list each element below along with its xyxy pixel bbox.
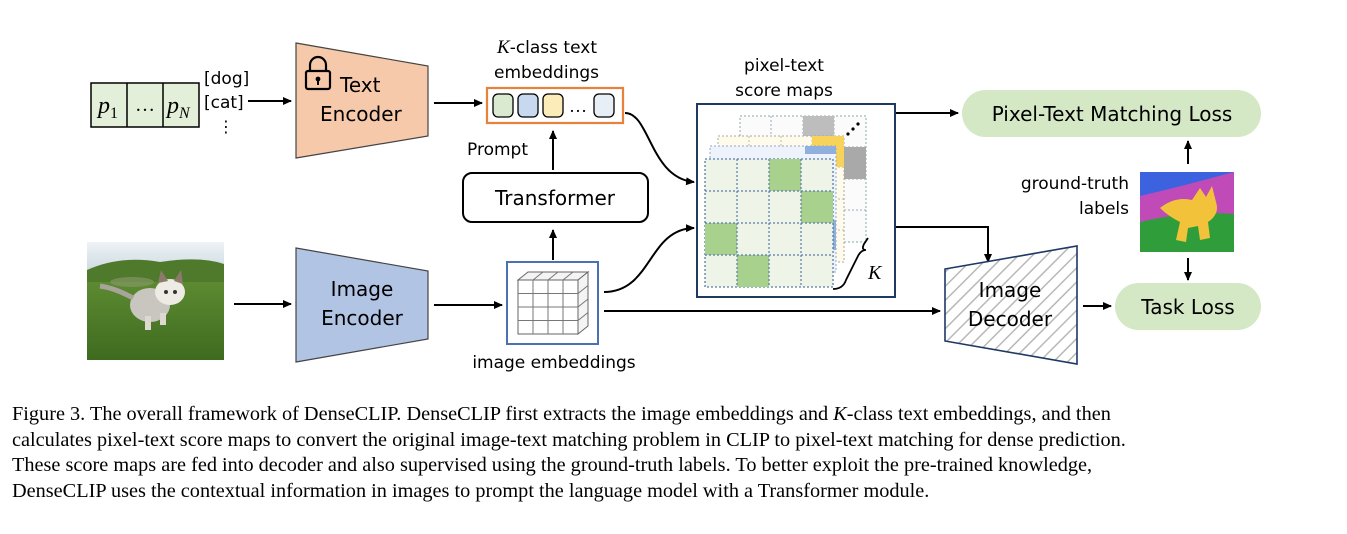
prompt-token-sequence: p1 … pN xyxy=(90,82,200,128)
image-encoder: Image Encoder xyxy=(295,247,429,363)
figure-caption: Figure 3. The overall framework of Dense… xyxy=(12,402,1336,504)
lock-icon xyxy=(304,55,332,91)
transformer-label: Transformer xyxy=(494,186,616,210)
class-name-dog: [dog] xyxy=(204,69,249,89)
image-decoder-label-line1: Image xyxy=(979,278,1042,302)
prompt-label: Prompt xyxy=(467,140,528,160)
arrow-text-embeddings-to-score-maps xyxy=(624,112,695,186)
caption-line-2: calculates pixel-text score maps to conv… xyxy=(12,428,1126,451)
image-decoder-label-line2: Decoder xyxy=(968,307,1053,331)
text-encoder-label-line2: Encoder xyxy=(320,102,403,126)
caption-line-4: DenseCLIP uses the contextual informatio… xyxy=(12,479,930,502)
token-pN: pN xyxy=(165,93,191,122)
token-ellipsis: … xyxy=(135,94,155,116)
class-name-cat: [cat] xyxy=(204,93,244,113)
ground-truth-segmentation xyxy=(1140,172,1234,252)
ground-truth-label-line2: labels xyxy=(1079,199,1129,219)
score-maps-label-line1: pixel-text xyxy=(744,56,824,76)
k-brace-label: K xyxy=(867,262,883,284)
score-maps-label-line2: score maps xyxy=(735,81,833,101)
image-decoder: Image Decoder xyxy=(944,245,1078,365)
score-maps-stack xyxy=(696,103,896,298)
caption-line-1: Figure 3. The overall framework of Dense… xyxy=(12,403,1111,425)
image-encoder-label-line2: Encoder xyxy=(321,306,404,330)
arrow-image-embeddings-to-score-maps xyxy=(603,224,695,293)
ground-truth-label-line1: ground-truth xyxy=(1021,174,1129,194)
image-encoder-label-line1: Image xyxy=(331,277,394,301)
caption-line-3: These score maps are fed into decoder an… xyxy=(12,454,1093,476)
text-encoder-label-line1: Text xyxy=(339,73,381,97)
k-brace xyxy=(832,237,869,290)
kclass-label-line1: K-class text xyxy=(496,37,597,58)
text-encoder: Text Encoder xyxy=(295,42,429,159)
image-embeddings-cube xyxy=(506,261,599,345)
kclass-label-line2: embeddings xyxy=(494,63,599,83)
input-image-kitten xyxy=(87,242,224,360)
arrow-score-maps-to-decoder xyxy=(896,226,992,263)
task-loss-label: Task Loss xyxy=(1140,295,1234,319)
text-embeddings: … xyxy=(485,86,625,125)
image-embeddings-label: image embeddings xyxy=(472,353,635,373)
embedding-ellipsis: … xyxy=(569,96,587,116)
pixel-text-loss-label: Pixel-Text Matching Loss xyxy=(992,102,1233,126)
framework-diagram: p1 … pN [dog] [cat] ⋮ Text Encoder K-cla… xyxy=(87,37,1261,373)
class-name-more: ⋮ xyxy=(218,117,234,136)
task-loss: Task Loss xyxy=(1115,283,1261,330)
token-p1: p1 xyxy=(96,93,118,122)
pixel-text-matching-loss: Pixel-Text Matching Loss xyxy=(962,90,1261,137)
transformer-block: Transformer xyxy=(462,172,649,223)
